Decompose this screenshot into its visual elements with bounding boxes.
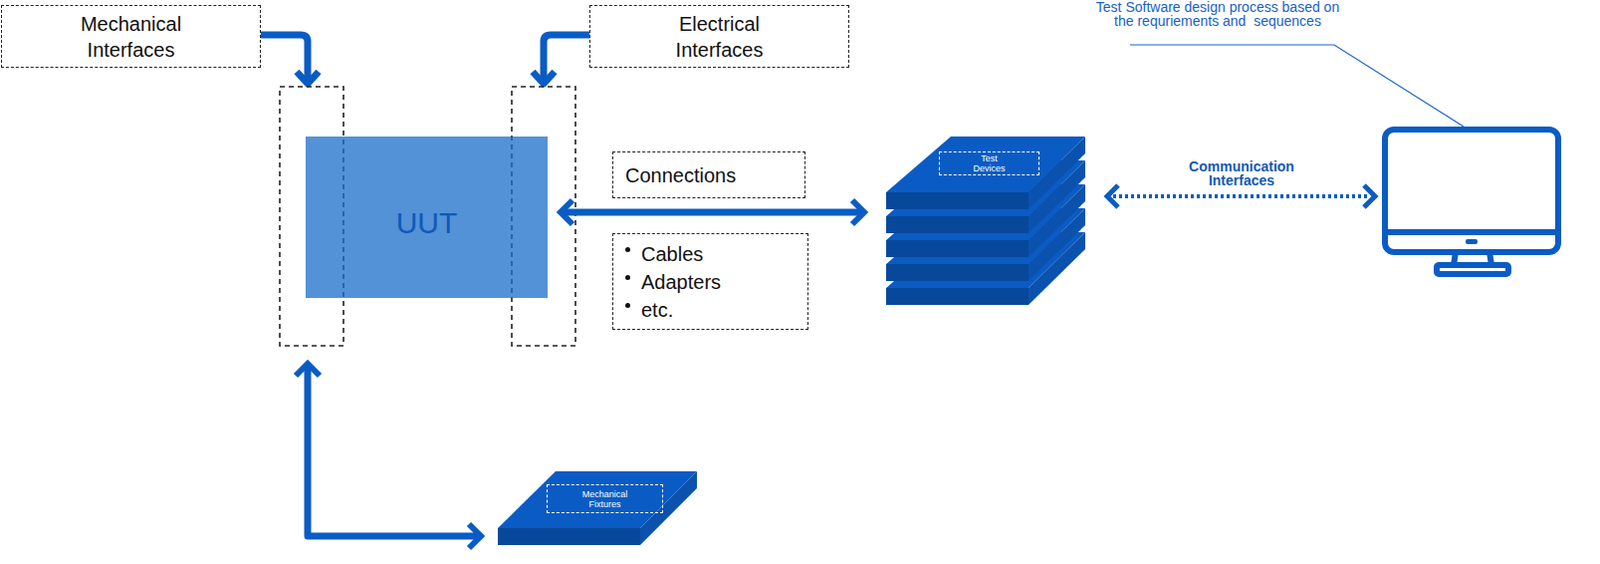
list-box: CablesAdaptersetc.	[612, 232, 809, 330]
box-label: Electrical Interfaces	[655, 10, 785, 63]
front-face	[886, 192, 1029, 210]
list-item: Adapters	[625, 267, 721, 296]
bullet	[625, 246, 631, 252]
leader-line	[1130, 44, 1464, 127]
front-face	[886, 239, 1029, 257]
front-face	[886, 216, 1029, 233]
arrow-head	[852, 200, 865, 225]
list-text: Adapters	[641, 267, 721, 296]
interface-label: Communication Interfaces	[1176, 159, 1307, 188]
front-face	[886, 287, 1029, 305]
interface-box: Electrical Interfaces	[589, 4, 850, 68]
box-label: Connections	[625, 162, 736, 189]
list-item: Cables	[625, 239, 703, 268]
monitor-led	[1465, 238, 1478, 244]
test-devices-stack: Test Devices	[886, 136, 1087, 307]
bullet	[625, 274, 631, 280]
interface-box: Mechanical Interfaces	[0, 4, 261, 68]
layer	[497, 470, 697, 545]
top-face	[886, 136, 1086, 193]
connector-line	[560, 209, 865, 217]
list-text: Cables	[641, 239, 703, 268]
layer	[886, 136, 1086, 210]
front-face	[886, 263, 1029, 281]
fixture-drawing	[497, 470, 698, 546]
arrow-head	[468, 523, 481, 548]
arrow-head	[1107, 185, 1119, 208]
bullet	[625, 302, 631, 308]
inner-label-box: Test Devices	[938, 151, 1040, 176]
list-item: etc.	[625, 295, 674, 324]
monitor-bezel	[1384, 228, 1559, 235]
monitor-screen	[1384, 129, 1559, 252]
communication-line	[1113, 194, 1371, 199]
arrow-head	[1364, 185, 1375, 208]
inner-label-box: Mechanical Fixtures	[546, 483, 664, 513]
device-label: Mechanical Fixtures	[575, 488, 636, 509]
uut-label: UUT	[396, 206, 458, 240]
arrow-head	[295, 363, 320, 376]
arrow-head	[532, 71, 555, 84]
connector	[295, 363, 481, 548]
software-note: Test Software design process based on th…	[1093, 0, 1343, 28]
monitor-base	[1436, 264, 1509, 274]
list-text: etc.	[641, 295, 674, 324]
box-label: Mechanical Interfaces	[66, 10, 197, 63]
interface-box: Connections	[612, 151, 806, 199]
arrow-head	[560, 200, 573, 225]
connector	[560, 200, 865, 225]
device-label: Test Devices	[967, 153, 1012, 174]
front-face	[497, 527, 641, 545]
top-face	[497, 470, 697, 528]
connector-line	[307, 363, 481, 536]
fixture-plate: Mechanical Fixtures	[497, 470, 698, 546]
arrow-head	[296, 71, 319, 84]
unit-under-test: UUT	[305, 136, 548, 298]
